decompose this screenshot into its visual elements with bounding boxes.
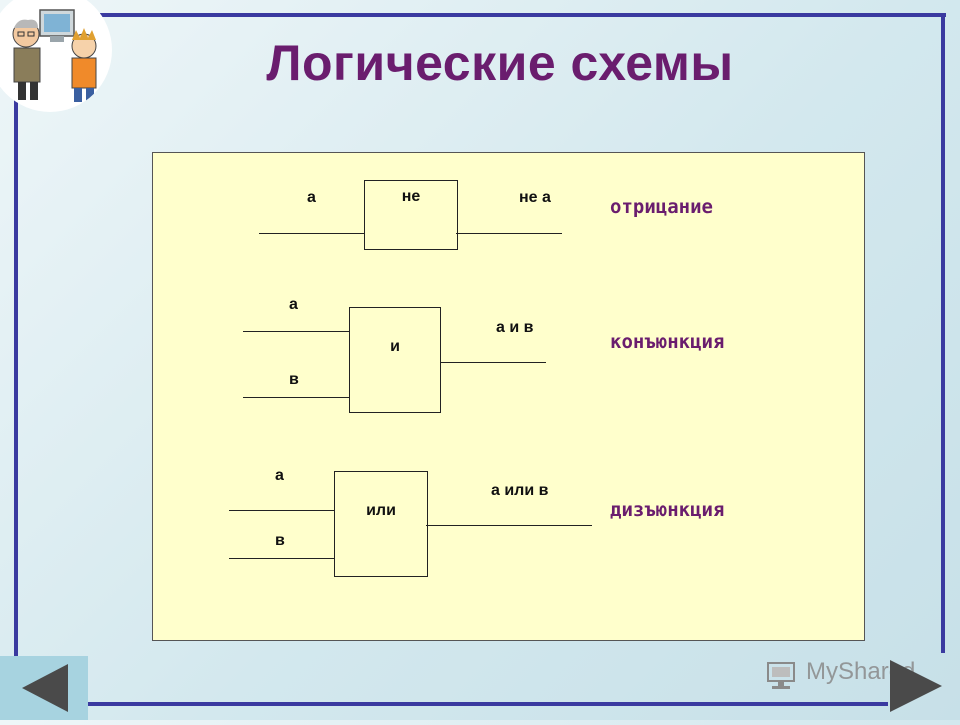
not-gate-box: не <box>364 180 458 250</box>
or-output-wire <box>426 525 592 526</box>
and-input-a-wire <box>243 331 349 332</box>
right-arrow-icon <box>890 660 942 712</box>
and-output-wire <box>440 362 546 363</box>
frame-bottom-border <box>88 702 888 706</box>
diagram-panel: а не не а отрицание а в и а и в конъюнкц… <box>152 152 865 641</box>
myshared-logo-icon <box>767 662 795 689</box>
frame-right-border <box>941 13 945 653</box>
page-title: Логические схемы <box>266 35 734 91</box>
frame-left-border <box>14 100 18 706</box>
frame-top-border <box>100 13 946 17</box>
or-gate-box: или <box>334 471 428 577</box>
or-input-a-wire <box>229 510 335 511</box>
not-output-label: не а <box>519 189 551 206</box>
left-arrow-icon <box>22 664 68 712</box>
and-input-b-label: в <box>289 371 299 388</box>
not-output-wire <box>456 233 562 234</box>
disjunction-name: дизъюнкция <box>610 499 725 521</box>
or-input-b-label: в <box>275 532 285 549</box>
and-input-b-wire <box>243 397 349 398</box>
previous-slide-button[interactable] <box>0 656 88 720</box>
conjunction-name: конъюнкция <box>610 331 725 353</box>
and-output-label: а и в <box>496 319 534 336</box>
and-gate-box: и <box>349 307 441 413</box>
not-gate-label: не <box>401 188 421 205</box>
and-input-a-label: а <box>289 296 298 313</box>
and-gate-label: и <box>390 338 400 355</box>
negation-name: отрицание <box>610 196 713 218</box>
cartoon-teacher-student-icon <box>0 0 112 112</box>
or-gate-label: или <box>366 502 396 519</box>
or-input-b-wire <box>229 558 335 559</box>
or-input-a-label: а <box>275 467 284 484</box>
next-slide-button[interactable] <box>886 656 946 716</box>
or-output-label: а или в <box>491 482 549 499</box>
not-input-label: а <box>307 189 316 206</box>
not-input-wire <box>259 233 365 234</box>
